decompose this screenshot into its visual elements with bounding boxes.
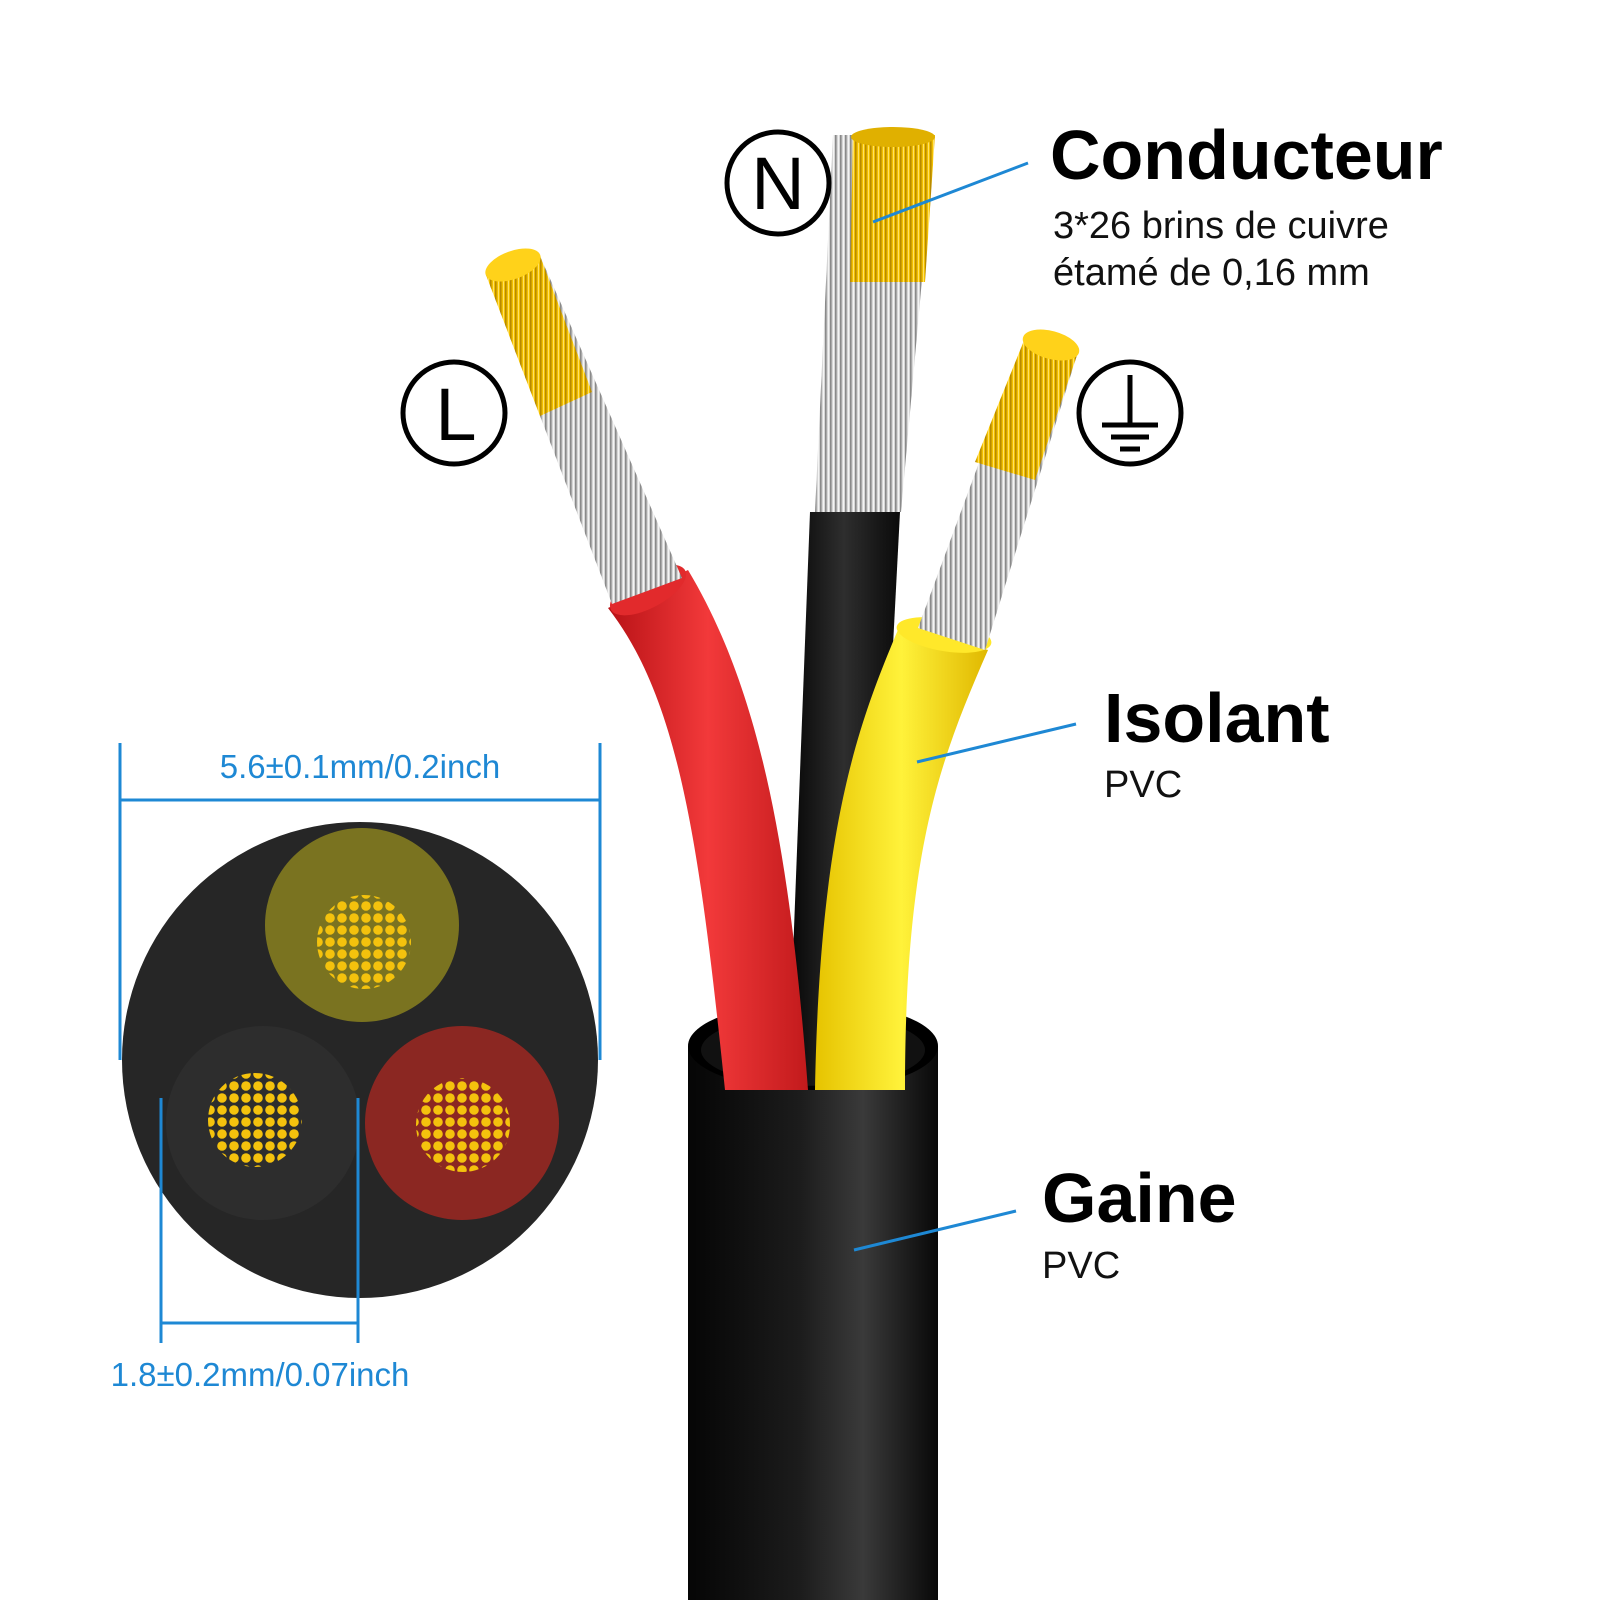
conducteur-desc-line1: 3*26 brins de cuivre xyxy=(1053,205,1389,247)
svg-text:N: N xyxy=(751,142,804,225)
wire-yellow-earth xyxy=(815,329,1080,1090)
isolant-title: Isolant xyxy=(1104,679,1330,757)
gaine-desc: PVC xyxy=(1042,1245,1121,1287)
conducteur-desc-line2: étamé de 0,16 mm xyxy=(1053,252,1370,294)
leader-conducteur xyxy=(872,161,1029,224)
leader-gaine xyxy=(853,1209,1017,1252)
conductor-strands-earth xyxy=(317,895,411,989)
line-symbol: L xyxy=(400,359,508,467)
svg-text:L: L xyxy=(435,373,476,456)
dimension-outer xyxy=(118,743,602,1060)
conductor-strands-neutral xyxy=(208,1073,302,1167)
earth-ground-icon xyxy=(1076,359,1184,467)
cable-sheath xyxy=(688,1002,938,1600)
wire-red-line xyxy=(485,248,808,1090)
outer-diameter-label: 5.6±0.1mm/0.2inch xyxy=(219,748,501,785)
neutral-symbol: N xyxy=(724,129,832,237)
gaine-title: Gaine xyxy=(1042,1159,1237,1237)
core-diameter-label: 1.8±0.2mm/0.07inch xyxy=(110,1356,410,1393)
dimension-core xyxy=(159,1098,360,1343)
conductor-strands-line xyxy=(416,1078,510,1172)
leader-isolant xyxy=(916,722,1077,764)
conducteur-title: Conducteur xyxy=(1050,116,1443,194)
isolant-desc: PVC xyxy=(1104,764,1183,806)
cross-section xyxy=(122,822,598,1298)
